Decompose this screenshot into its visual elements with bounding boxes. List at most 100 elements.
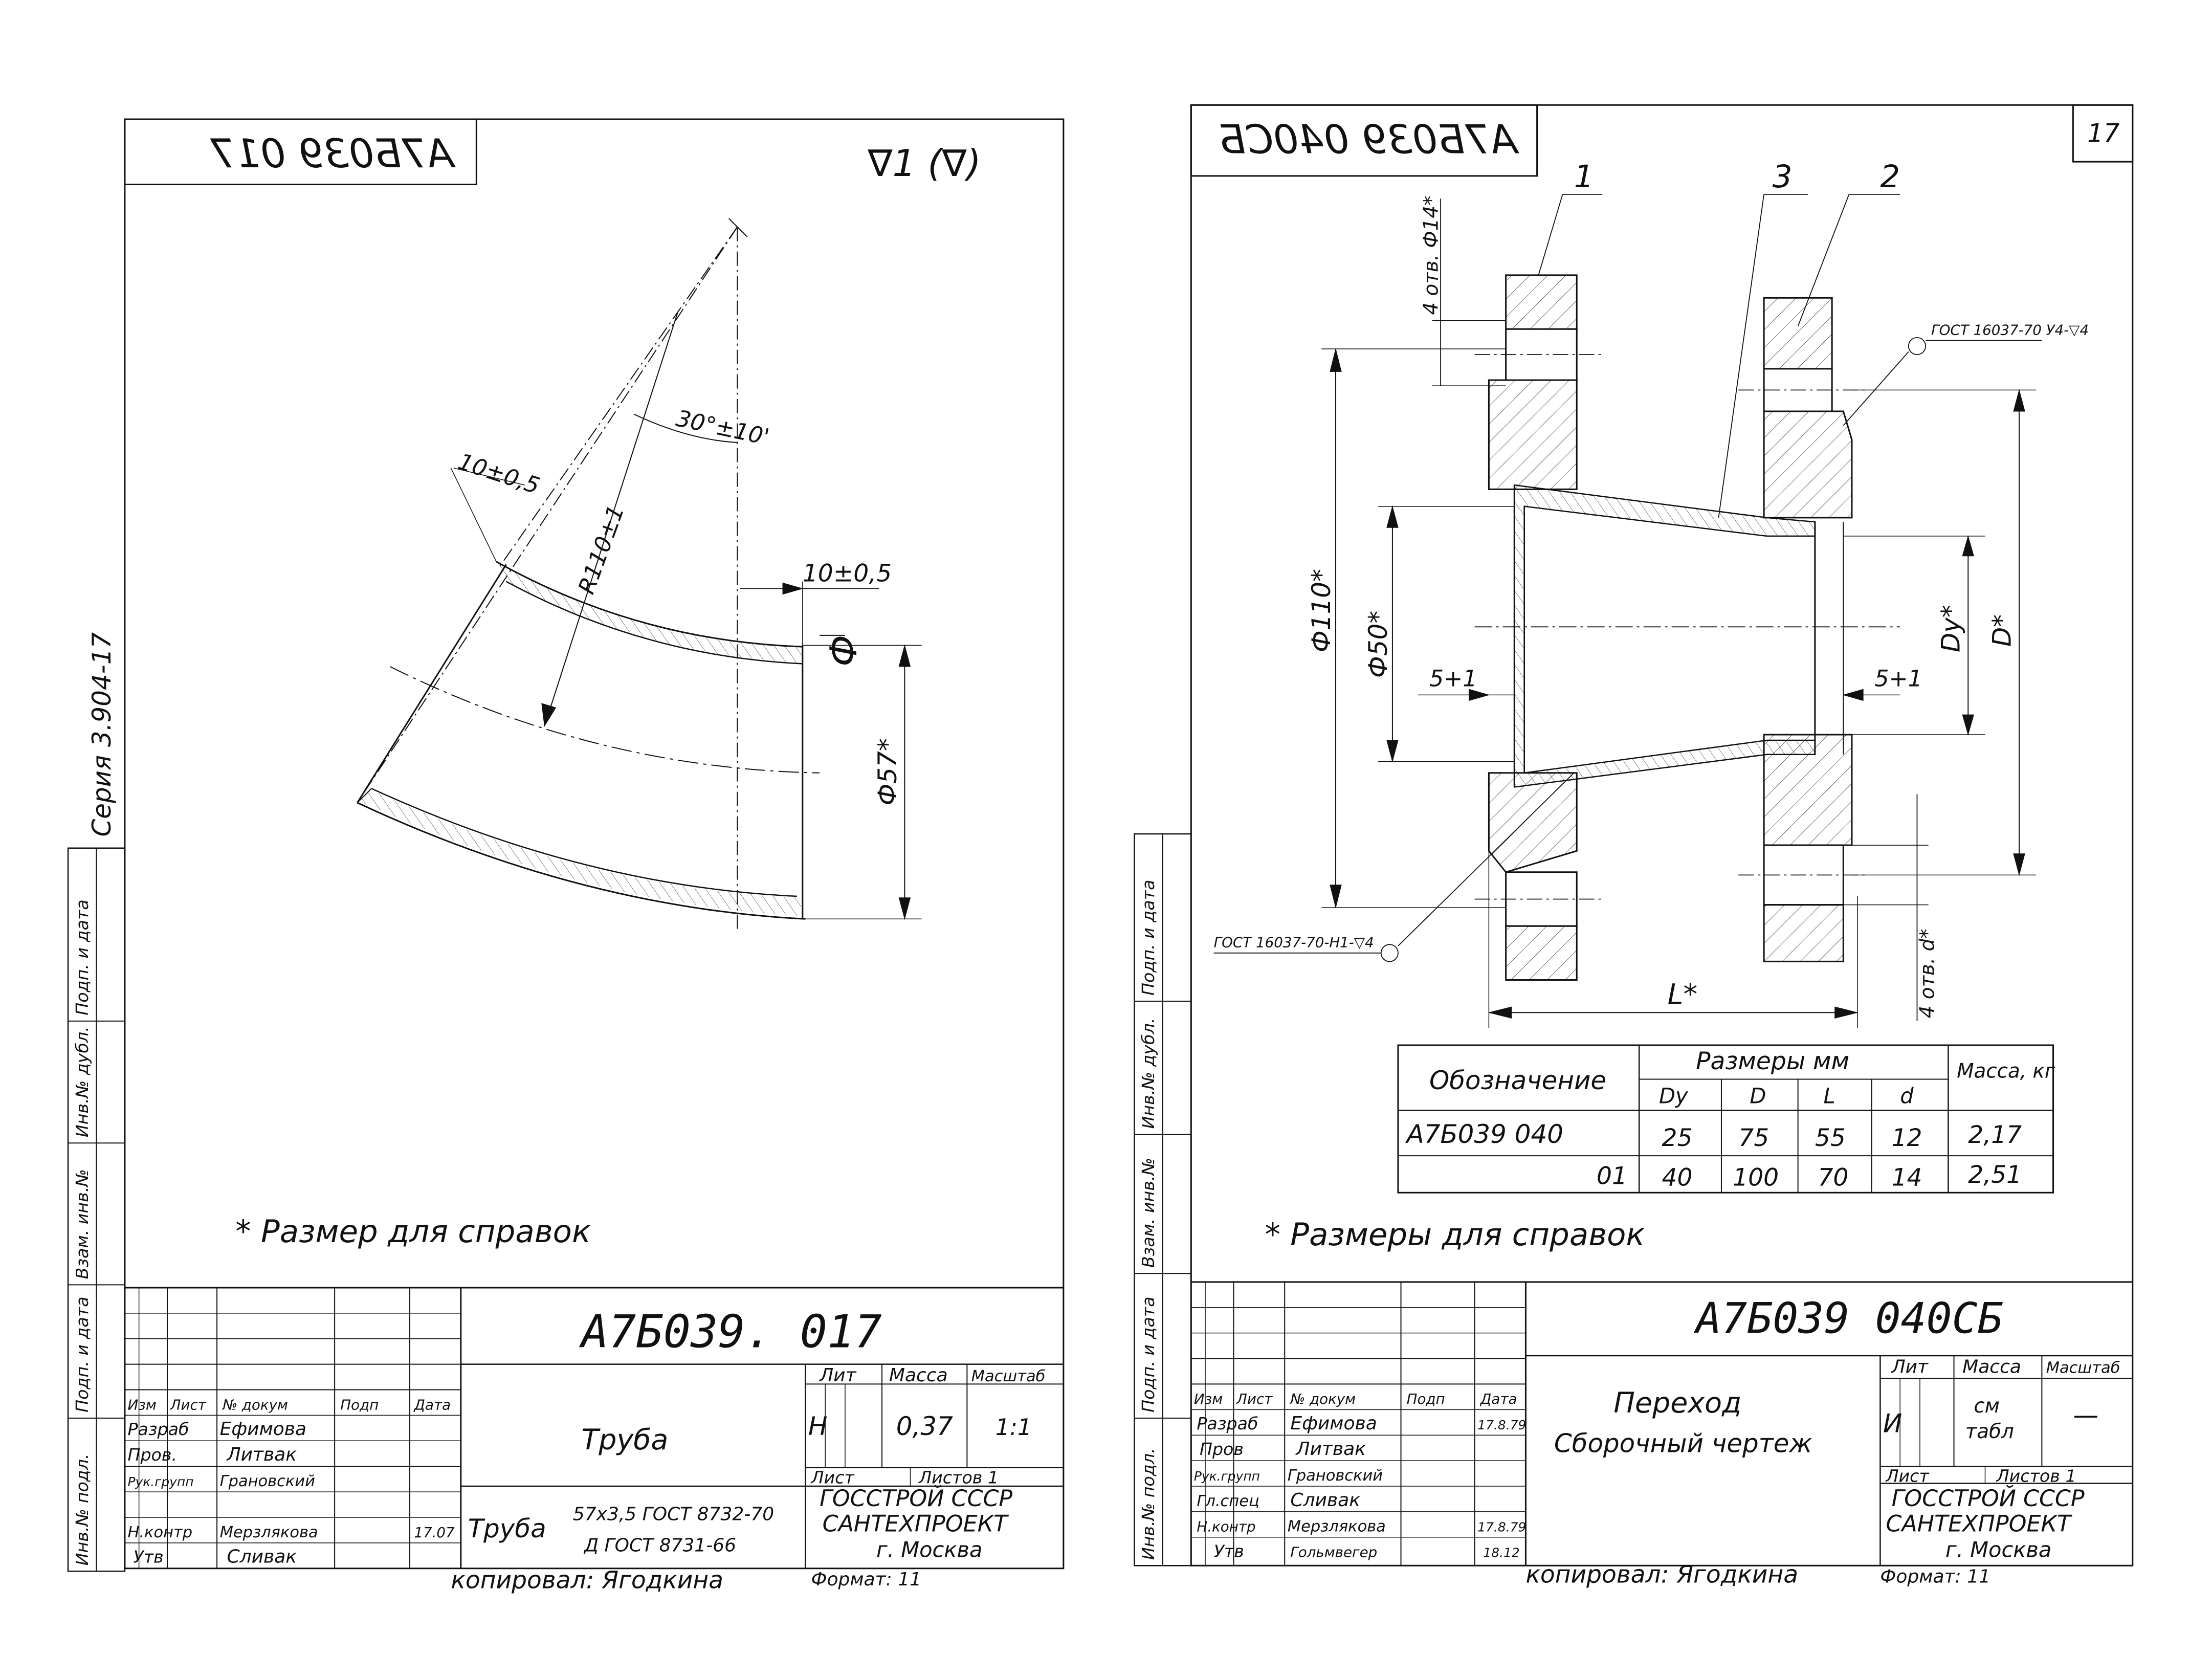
right-part-name-2: Сборочный чертеж	[1554, 1428, 1812, 1458]
left-person-1: Литвак	[226, 1444, 297, 1465]
right-person-2: Грановский	[1288, 1467, 1383, 1485]
right-col-doc: № докум	[1289, 1391, 1356, 1407]
left-role-2: Рук.групп	[127, 1474, 193, 1489]
right-person-3: Сливак	[1290, 1490, 1360, 1511]
left-role-5: Утв	[134, 1547, 164, 1567]
flange-mark: Ф	[822, 635, 865, 667]
right-sheets-label: Листов 1	[1996, 1466, 2076, 1486]
left-part-name: Труба	[581, 1424, 668, 1457]
left-format: Формат: 11	[811, 1569, 921, 1590]
left-material-line1: 57х3,5 ГОСТ 8732-70	[573, 1504, 774, 1525]
table-row1-d: 14	[1892, 1163, 1922, 1191]
series-note: Серия 3.904-17	[87, 632, 117, 837]
left-person-0: Ефимова	[220, 1419, 306, 1440]
table-row0-dy: 25	[1662, 1124, 1693, 1152]
left-mass: 0,37	[896, 1411, 953, 1441]
table-head-mass: Масса, кг	[1957, 1060, 2055, 1083]
right-date-nk: 17.8.79	[1477, 1520, 1526, 1535]
holes-bottom: 4 отв. d*	[1916, 929, 1939, 1018]
wall-dim-right: 10±0,5	[803, 560, 892, 588]
flange-assembly	[1214, 194, 2042, 1028]
right-person-5: Гольмвегер	[1290, 1544, 1377, 1561]
right-format: Формат: 11	[1880, 1566, 1990, 1587]
left-stamp-2: Подп. и дата	[72, 1296, 92, 1413]
right-sheet	[1134, 105, 2132, 1565]
left-person-5: Сливак	[227, 1547, 297, 1568]
right-footnote: * Размеры для справок	[1265, 1217, 1645, 1253]
dim-dy: Dy*	[1936, 605, 1966, 652]
right-lit-header: Лит	[1891, 1356, 1929, 1377]
left-org-3: г. Москва	[876, 1537, 982, 1562]
left-sheets-label: Листов 1	[918, 1467, 999, 1487]
dim-5-left: 5+1	[1429, 666, 1477, 692]
right-stamp-4: Инв.№ дубл.	[1138, 1018, 1158, 1129]
right-date-r1: 17.8.79	[1477, 1418, 1526, 1432]
left-frame	[125, 119, 1064, 1569]
right-stamp-2: Подп. и дата	[1138, 1296, 1158, 1413]
left-stamp-5: Подп. и дата	[72, 899, 92, 1016]
left-stamp-1: Инв.№ подл.	[72, 1453, 92, 1565]
right-sheet-label: Лист	[1885, 1466, 1930, 1486]
left-col-sign: Подп	[340, 1396, 379, 1413]
holes-top: 4 отв. Ф14*	[1420, 195, 1443, 315]
right-col-date: Дата	[1479, 1391, 1517, 1407]
right-role-2: Рук.групп	[1194, 1469, 1260, 1484]
sheet-number-box	[2073, 105, 2132, 162]
left-date-nk: 17.07	[414, 1524, 455, 1541]
left-scale-header: Масштаб	[971, 1367, 1046, 1385]
diameter-dim: Ф57*	[873, 738, 902, 805]
left-scale: 1:1	[996, 1415, 1032, 1441]
table-sub-d: d	[1900, 1084, 1914, 1109]
table-row1-dy: 40	[1662, 1163, 1693, 1191]
table-row0-designation: А7Б039 040	[1405, 1119, 1563, 1149]
left-col-doc: № докум	[222, 1396, 288, 1413]
right-role-3: Гл.спец	[1197, 1492, 1259, 1510]
left-footnote: * Размер для справок	[235, 1213, 591, 1250]
left-lit: Н	[808, 1411, 828, 1441]
right-code-box	[1191, 105, 1537, 176]
pipe-bend-drawing	[357, 218, 921, 933]
left-doc-code-mirrored: А7Б039 017	[210, 131, 456, 177]
right-role-0: Разраб	[1197, 1414, 1258, 1433]
right-person-0: Ефимова	[1290, 1413, 1377, 1434]
left-copied-by: копировал: Ягодкина	[451, 1566, 723, 1595]
angle-dim: 30°±10'	[674, 406, 771, 451]
table-row0-d: 12	[1892, 1124, 1922, 1152]
right-col-izm: Изм	[1194, 1391, 1223, 1407]
right-copied-by: копировал: Ягодкина	[1525, 1560, 1798, 1588]
right-org-3: г. Москва	[1945, 1537, 2051, 1562]
right-stamp-5: Подп. и дата	[1138, 879, 1158, 996]
right-person-1: Литвак	[1295, 1439, 1366, 1460]
left-code-box	[125, 119, 476, 185]
right-designation: А7Б039 040СБ	[1693, 1294, 2003, 1343]
radius-dim: R110±1	[573, 502, 630, 598]
left-org-2: САНТЕХПРОЕКТ	[823, 1511, 1009, 1537]
table-sub-d-big: D	[1750, 1084, 1766, 1109]
table-row0-l: 55	[1815, 1124, 1846, 1152]
left-designation: А7Б039. 017	[579, 1305, 881, 1358]
right-doc-code-mirrored: А7Б039 040СБ	[1219, 117, 1520, 163]
callout-3: 3	[1773, 159, 1793, 195]
right-stamp-1: Инв.№ подл.	[1138, 1448, 1158, 1560]
right-role-5: Утв	[1214, 1541, 1244, 1561]
weld-bottom: ГОСТ 16037-70-Н1-▽4	[1214, 934, 1374, 951]
right-col-list: Лист	[1236, 1391, 1273, 1407]
right-col-sign: Подп	[1407, 1391, 1445, 1407]
left-title-block	[125, 1288, 1064, 1569]
left-col-izm: Изм	[127, 1396, 156, 1413]
right-part-name-1: Переход	[1613, 1387, 1741, 1420]
table-row0-d-big: 75	[1738, 1124, 1769, 1152]
left-lit-header: Лит	[819, 1365, 856, 1386]
left-col-list: Лист	[170, 1396, 207, 1413]
left-sheet	[68, 119, 1064, 1571]
dim-d-big: D*	[1987, 614, 2017, 647]
left-mass-header: Масса	[889, 1365, 948, 1386]
left-material-line2: Д ГОСТ 8731-66	[583, 1535, 736, 1556]
callout-1: 1	[1574, 159, 1594, 195]
dim-d50: Ф50*	[1363, 611, 1393, 678]
dim-5-right: 5+1	[1874, 666, 1922, 692]
table-head-designation: Обозначение	[1429, 1066, 1606, 1095]
right-lit: И	[1883, 1409, 1902, 1439]
right-scale: —	[2073, 1400, 2098, 1430]
